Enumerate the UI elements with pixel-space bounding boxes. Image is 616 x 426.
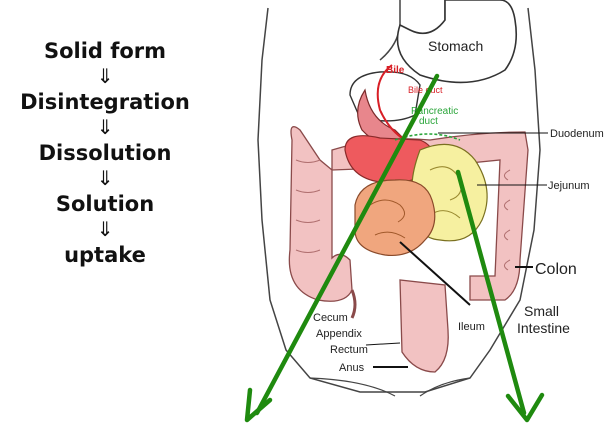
- label-stomach: Stomach: [428, 38, 483, 54]
- label-appendix: Appendix: [316, 328, 362, 340]
- label-duodenum: Duodenum: [550, 128, 604, 140]
- label-jejunum: Jejunum: [548, 180, 590, 192]
- label-ileum: Ileum: [458, 321, 485, 333]
- label-colon: Colon: [535, 261, 577, 278]
- label-bile: Bile: [386, 65, 405, 76]
- label-cecum: Cecum: [313, 312, 348, 324]
- label-pancreatic-duct: duct: [419, 116, 438, 127]
- label-small: Small: [524, 303, 559, 319]
- rectum: [400, 280, 448, 372]
- label-rectum: Rectum: [330, 344, 368, 356]
- label-anus: Anus: [339, 362, 365, 374]
- cecum: [352, 290, 355, 318]
- uptake-arrow-right-head: [508, 395, 542, 420]
- hip-line-left: [310, 378, 395, 396]
- label-intestine: Intestine: [517, 320, 570, 336]
- ileum: [355, 180, 435, 256]
